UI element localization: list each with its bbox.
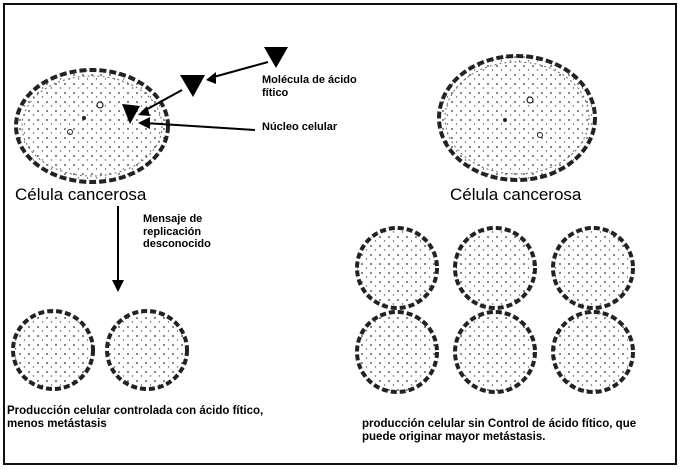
right-cell-title: Célula cancerosa xyxy=(450,185,582,204)
right-cancer-cell xyxy=(437,54,597,182)
nucleus-label: Núcleo celular xyxy=(262,121,338,133)
replication-label: Mensaje de replicación desconocido xyxy=(143,213,211,251)
left-cancer-cell xyxy=(14,68,170,184)
molecule-label: Molécula de ácido fítico xyxy=(262,74,357,99)
diagram-frame xyxy=(3,3,677,465)
right-daughter-cells xyxy=(355,226,635,394)
phytic-acid-molecule-icon xyxy=(122,47,288,124)
left-cell-title: Célula cancerosa xyxy=(15,185,147,204)
left-caption: Producción celular controlada con ácido … xyxy=(7,405,264,431)
right-caption: producción celular sin Control de ácido … xyxy=(362,418,637,444)
arrows xyxy=(112,61,269,292)
left-daughter-cells xyxy=(11,309,189,391)
